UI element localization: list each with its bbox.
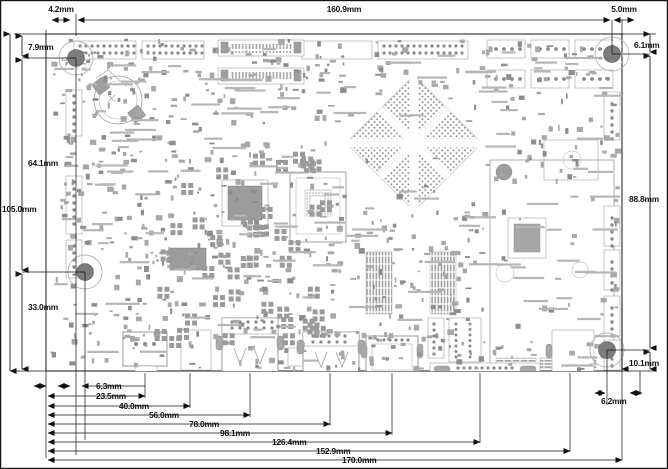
dim-label-10-1: 10.1mm	[629, 358, 659, 368]
dimension-lines	[3, 14, 657, 463]
dim-label-78-0: 78.0mm	[189, 419, 219, 429]
dim-label-170-0: 170.0mm	[342, 455, 376, 465]
dim-10-1	[621, 300, 657, 372]
header-pin-dots	[78, 44, 464, 55]
dim-label-7-9: 7.9mm	[28, 42, 54, 52]
dim-label-6-2: 6.2mm	[601, 396, 627, 406]
dim-label-23-5: 23.5mm	[96, 391, 126, 401]
dim-label-88-8: 88.8mm	[629, 194, 659, 204]
dim-label-40-0: 40.0mm	[119, 401, 149, 411]
dim-label-6-1: 6.1mm	[634, 40, 660, 50]
dim-label-6-3: 6.3mm	[96, 381, 122, 391]
dim-label-4-2: 4.2mm	[48, 4, 74, 14]
dim-label-98-1: 98.1mm	[220, 428, 250, 438]
dimension-labels: 4.2mm 160.9mm 5.0mm 7.9mm 64.1mm 105.0mm…	[2, 4, 660, 465]
dim-label-105-0: 105.0mm	[2, 204, 36, 214]
dim-label-64-1: 64.1mm	[28, 158, 58, 168]
dim-label-152-9: 152.9mm	[316, 446, 350, 456]
bga-pad-array	[345, 74, 483, 212]
silkscreen-marks	[54, 48, 622, 367]
top-pin-headers	[73, 40, 469, 60]
dim-label-33-0: 33.0mm	[28, 302, 58, 312]
right-edge-connectors	[603, 91, 621, 371]
pcb-component-artwork	[50, 38, 622, 371]
dim-label-56-0: 56.0mm	[149, 410, 179, 420]
dim-label-5-0: 5.0mm	[611, 4, 637, 14]
dim-label-126-4: 126.4mm	[272, 437, 306, 447]
dim-label-160-9: 160.9mm	[327, 4, 361, 14]
